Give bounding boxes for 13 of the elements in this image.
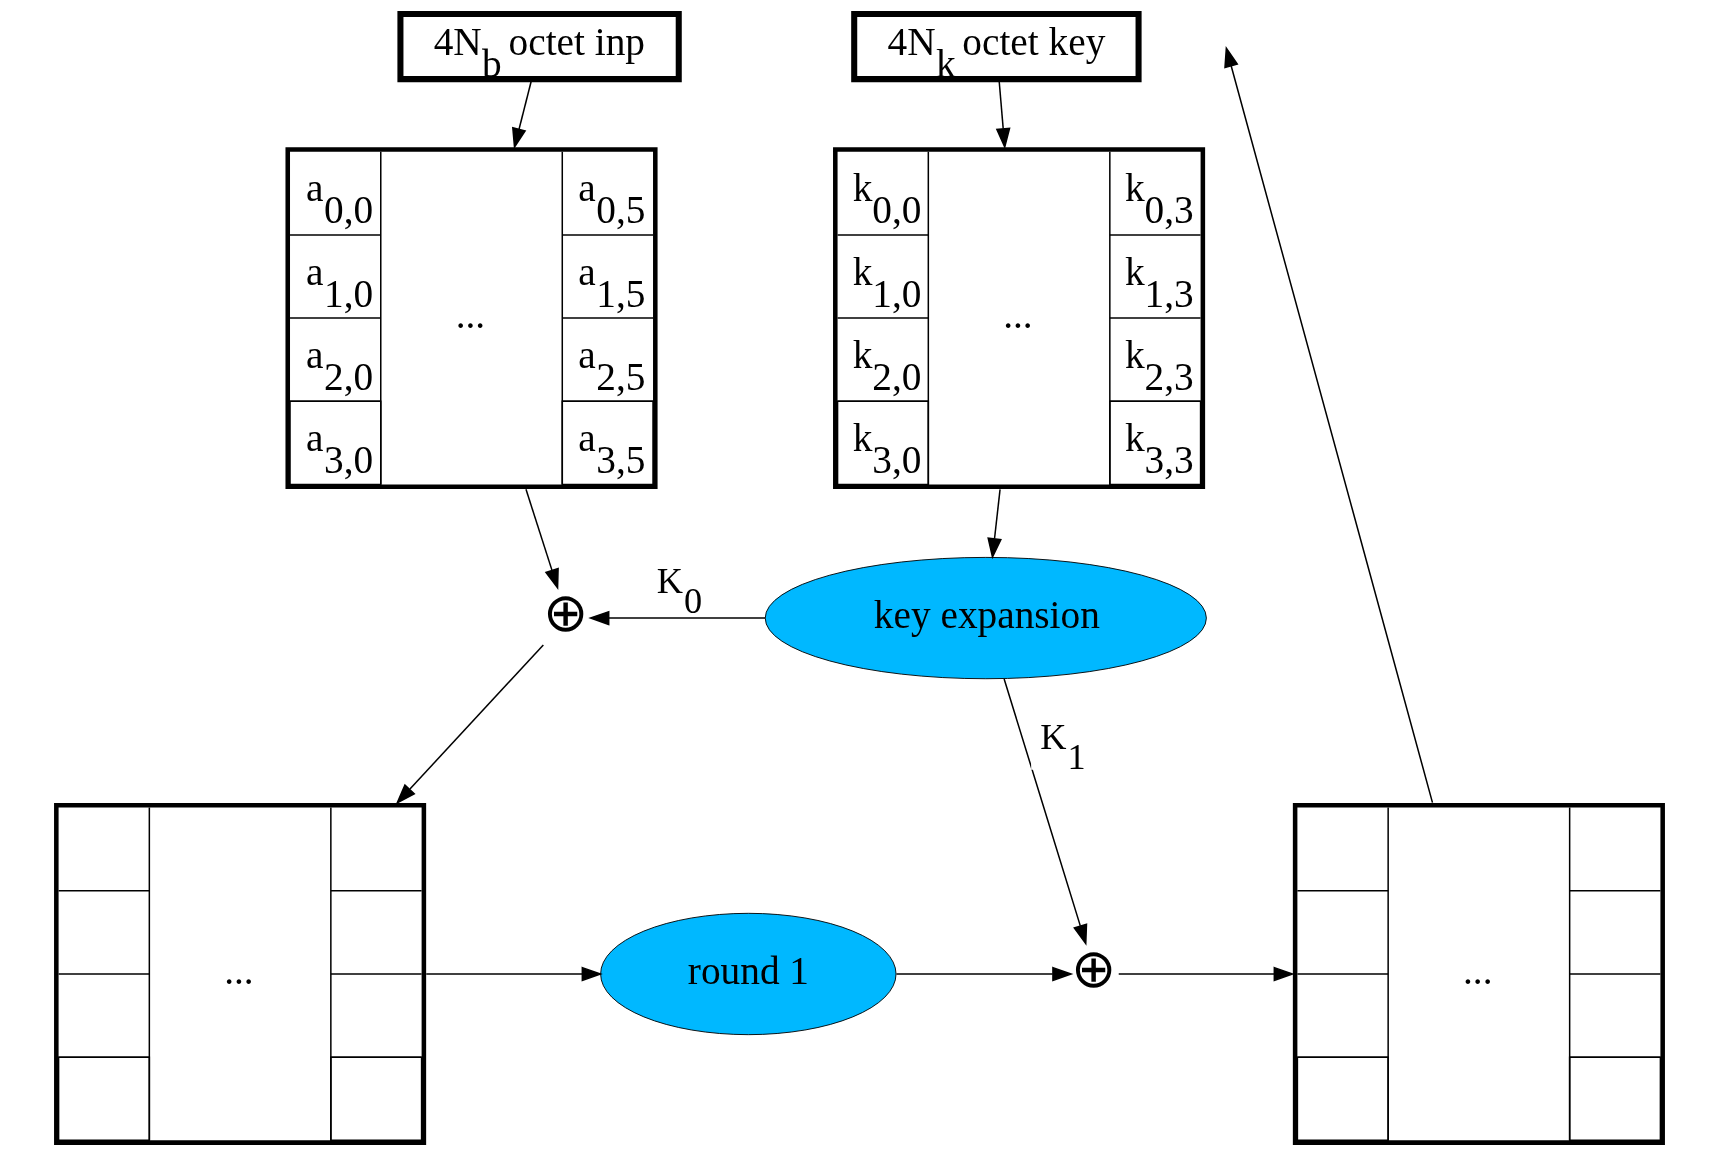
arrow <box>588 610 766 626</box>
arrow <box>1117 966 1295 982</box>
node-ellipse: key expansion <box>764 556 1207 680</box>
arrow <box>425 966 603 982</box>
arrow <box>1224 46 1434 804</box>
arrow <box>395 644 545 805</box>
node-text: ⊕ <box>543 582 589 644</box>
node-ellipse: round 1 <box>600 912 897 1036</box>
arrow <box>987 488 1002 560</box>
arrow <box>1003 678 1088 946</box>
arrow <box>525 488 559 590</box>
arrow <box>895 966 1074 982</box>
node-text: ⊕ <box>1071 938 1117 1000</box>
